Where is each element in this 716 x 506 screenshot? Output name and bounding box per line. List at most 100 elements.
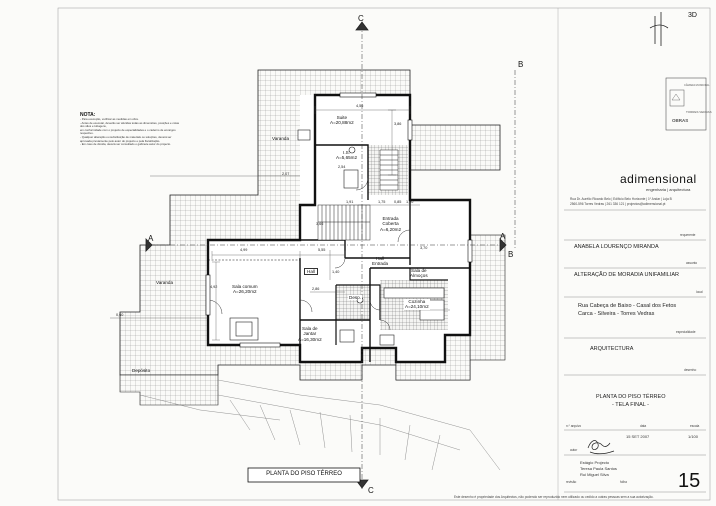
room-name: Sala comum <box>232 284 258 289</box>
section-label-b-bottom: B <box>508 250 514 259</box>
room-name: I.S. <box>343 150 350 155</box>
room-hall: Hall <box>304 268 318 276</box>
ground-slope-lines <box>139 379 501 471</box>
room-entrada: Entrada Coberta A=6,20m2 <box>380 216 401 232</box>
door-swings <box>207 177 411 331</box>
room-suite: Suite A=20,88m2 <box>330 115 354 126</box>
desenho-line-1: PLANTA DO PISO TÉRREO <box>596 394 666 400</box>
general-note: NOTA: - Para execução, verificar as medi… <box>80 112 180 147</box>
dimension-label: 5,55 <box>318 248 326 252</box>
stamp-text-top: CÂMARA MUNICIPAL <box>684 84 710 87</box>
requerente-label: requerente <box>680 233 696 237</box>
dimension-label: 3,70 <box>420 246 428 250</box>
especialidade-label: especialidade <box>676 330 696 334</box>
copyright-footer: Este desenho é propriedade dos Arquitect… <box>454 495 654 499</box>
note-line: aprovada previamente pelo autor do proje… <box>80 138 161 143</box>
dimension-label: 1,91 <box>346 200 354 204</box>
assunto-label: assunto <box>686 261 698 265</box>
fixtures <box>229 129 445 346</box>
room-sala-almocos: Sala de Almoços <box>410 268 428 279</box>
dimension-label: 2,07 <box>282 172 290 176</box>
escala-label: escala <box>690 424 700 428</box>
note-line: em conformidade com o projecto de especi… <box>80 127 176 136</box>
folha-label: folha <box>620 480 627 484</box>
corner-signature <box>649 12 669 46</box>
desenho-line-2: - TELA FINAL - <box>612 402 649 408</box>
room-sala-jantar: Sala de Jantar A=16,30m2 <box>298 326 322 342</box>
local-line-1: Rua Cabeça de Baixo - Casal dos Fetos <box>578 303 677 309</box>
room-area: A=6,20m2 <box>380 226 402 232</box>
scale-value: 1/100 <box>688 434 699 439</box>
autor-name-1: Teresa Paula Santos <box>580 466 617 471</box>
arquivo-label: n.º arquivo <box>566 424 582 428</box>
room-hall-entrada: Hall Entrada <box>372 256 388 267</box>
section-label-a-right: A <box>500 232 506 241</box>
room-sub: Jantar <box>303 331 317 337</box>
room-area: A=24,10m2 <box>405 304 429 310</box>
dimension-lines <box>110 106 450 341</box>
plan-title-frame <box>247 467 361 483</box>
room-area: A=16,30m2 <box>298 336 322 342</box>
section-lines <box>150 24 516 490</box>
local-line-2: Carca - Silveira - Torres Vedras <box>578 311 655 317</box>
room-varanda-top: Varanda <box>272 136 290 141</box>
dimension-label: 3,86 <box>394 122 402 126</box>
dimension-label: 3,66 <box>316 222 324 226</box>
note-line: - Em caso de dúvida, deverá ser consulta… <box>80 142 171 147</box>
note-title: NOTA: <box>80 112 96 118</box>
room-sub: Almoços <box>410 273 428 279</box>
corner-mark: 3D <box>688 12 697 19</box>
room-name: Hall <box>376 256 384 261</box>
sheet-number: 15 <box>678 470 701 492</box>
autor-role: Estágio Projecto <box>580 460 610 465</box>
room-name: Entrada <box>382 216 399 221</box>
requerente-value: ANABELA LOURENÇO MIRANDA <box>574 244 659 250</box>
room-sub: Entrada <box>372 261 389 267</box>
room-area: A=20,88m2 <box>330 120 354 126</box>
dimension-label: 1,75 <box>378 200 386 204</box>
data-label: data <box>640 424 647 428</box>
room-area: A=5,65m2 <box>336 155 358 161</box>
room-cozinha: Cozinha A=24,10m2 <box>404 299 430 310</box>
dimension-label: 4,99 <box>240 248 248 252</box>
room-name: Suite <box>336 115 348 120</box>
signature <box>587 440 615 455</box>
dimension-label: 2,54 <box>338 165 346 169</box>
dimension-label: 4,92 <box>210 285 218 289</box>
autor-label: autor <box>570 448 578 452</box>
company-tagline: engenharia | arquitectura <box>646 187 691 192</box>
municipal-stamp <box>665 77 707 131</box>
title-block-lines <box>564 209 706 493</box>
dimension-label: 0,60 <box>116 313 124 317</box>
assunto-value: ALTERAÇÃO DE MORADIA UNIFAMILIAR <box>574 272 680 278</box>
revisao-label: revisão <box>566 480 577 484</box>
room-name: Sala de <box>411 268 427 273</box>
local-label: local <box>696 290 703 294</box>
room-deposito: Depósito <box>132 368 151 373</box>
note-line: - Qualquer alteração ou substituição de … <box>80 134 172 139</box>
plan-title: PLANTA DO PISO TÉRREO <box>266 471 342 477</box>
section-label-a-left: A <box>148 234 154 243</box>
stamp-text-mid: TORRES VEDRAS <box>686 110 712 114</box>
desenho-label: desenho <box>684 368 697 372</box>
room-name: Sala de <box>302 326 318 331</box>
autor-name-2: Rui Miguel Silva <box>580 472 609 477</box>
dimension-label: 0,85 <box>394 200 402 204</box>
date-value: 15 SET 2007 <box>626 434 650 439</box>
room-sub: Coberta <box>382 221 399 227</box>
company-address: Rua Dr. Aurélio Ricardo Belo | Edifício … <box>570 197 672 201</box>
room-area: A=26,20m2 <box>232 289 257 295</box>
room-name: Cozinha <box>408 299 426 304</box>
staircase <box>317 149 399 241</box>
stamp-text-bottom: OBRAS <box>672 118 689 123</box>
room-sala-comum: Sala comum A=26,20m2 <box>232 284 258 295</box>
dimension-label: 4,56 <box>356 104 364 108</box>
company-contacts: 2560-596 Torres Vedras | 261 336 121 | p… <box>570 202 666 206</box>
section-label-c-top: C <box>358 14 364 23</box>
room-varanda-left: Varanda <box>156 280 174 285</box>
windows <box>205 92 473 348</box>
dimension-label: 1,20 <box>406 200 414 204</box>
sheet-border <box>57 7 711 501</box>
dimension-label: 2,86 <box>312 287 320 291</box>
